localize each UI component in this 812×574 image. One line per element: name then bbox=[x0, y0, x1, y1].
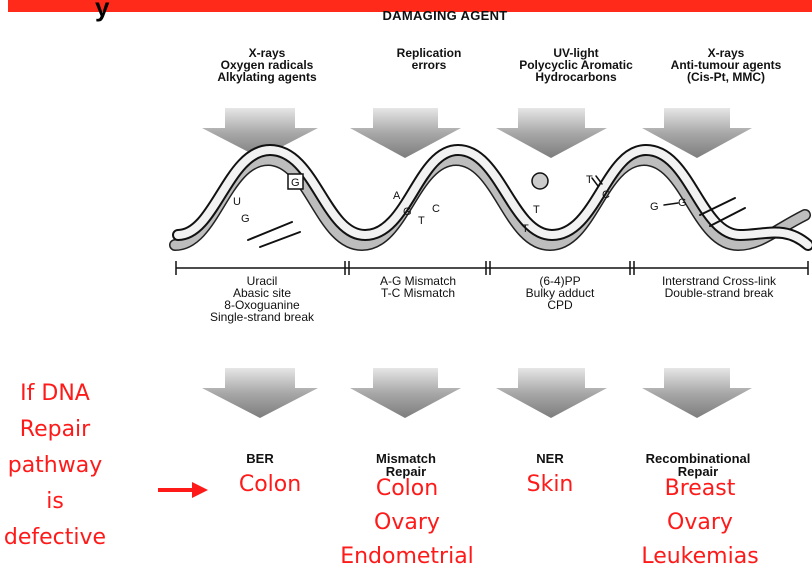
pathway-label-ber: BER bbox=[180, 452, 340, 465]
down-arrow-icon bbox=[496, 368, 607, 418]
base-label: T bbox=[522, 223, 529, 235]
base-label: U bbox=[233, 196, 241, 208]
base-label: T bbox=[418, 215, 425, 227]
base-label: A bbox=[393, 190, 401, 202]
down-arrow-icon bbox=[202, 368, 318, 418]
base-label: T bbox=[533, 204, 540, 216]
cancer-list-3: Skin bbox=[470, 468, 630, 502]
dna-helix bbox=[175, 150, 808, 247]
base-label: G bbox=[291, 177, 300, 189]
defect-note: If DNA Repair pathway is defective bbox=[0, 376, 110, 556]
down-arrow-icon bbox=[350, 368, 461, 418]
base-label: T bbox=[586, 174, 593, 186]
cancer-list-1: Colon bbox=[190, 468, 350, 502]
base-label: G bbox=[403, 206, 412, 218]
base-label: G bbox=[678, 197, 687, 209]
pathway-label-ner: NER bbox=[470, 452, 630, 465]
base-label: C bbox=[432, 203, 440, 215]
base-label: G bbox=[241, 213, 250, 225]
base-label: G bbox=[650, 201, 659, 213]
down-arrow-icon bbox=[496, 108, 607, 158]
base-label: C bbox=[602, 189, 610, 201]
lesion-range-line bbox=[176, 261, 808, 275]
down-arrow-icon bbox=[642, 368, 752, 418]
